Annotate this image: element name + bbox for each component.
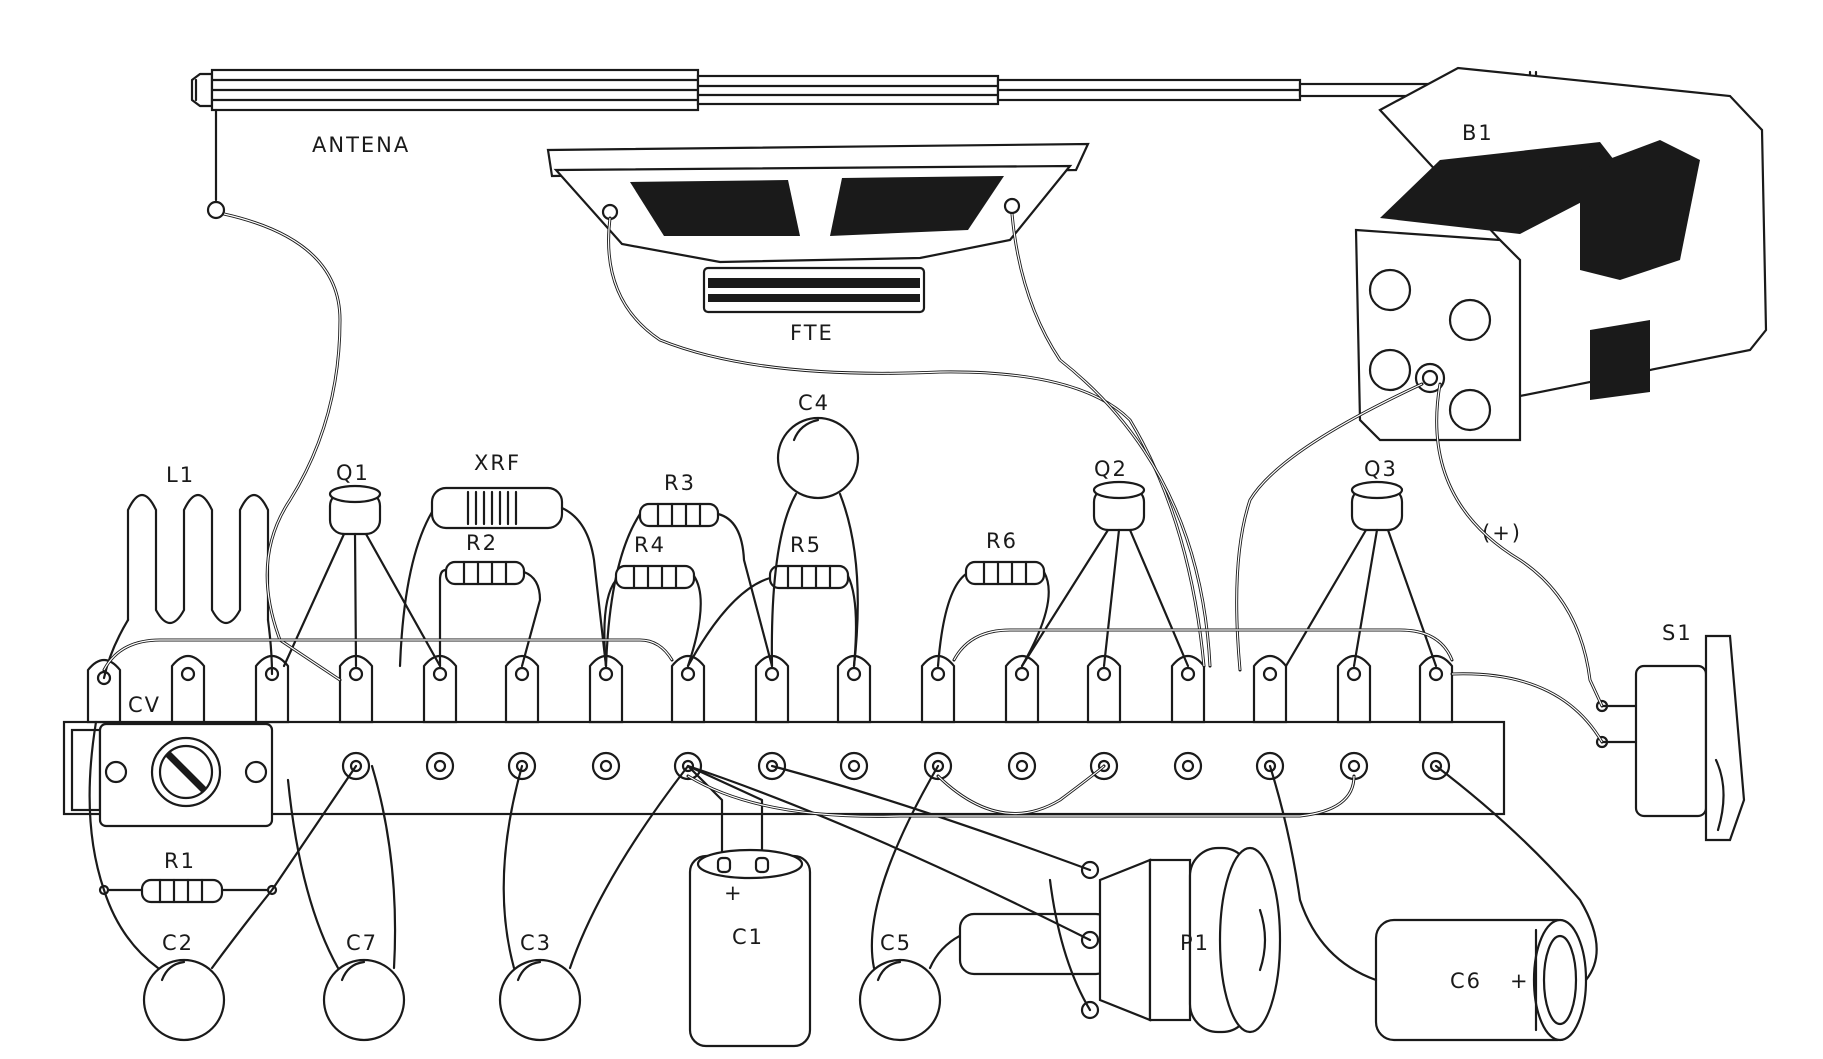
resistor-r6: [936, 560, 1050, 668]
resistor-r2: [438, 560, 542, 668]
label-c6: C6: [1450, 969, 1482, 993]
label-cv: CV: [128, 693, 161, 717]
speaker: [546, 142, 1090, 314]
transistor-q2: [1020, 480, 1190, 668]
wires: [102, 212, 1604, 818]
label-r5: R5: [790, 533, 822, 557]
label-s1: S1: [1662, 621, 1693, 645]
label-c4: C4: [798, 391, 830, 415]
capacitor-c7: [286, 764, 406, 1042]
label-c1-polarity: +: [724, 881, 744, 905]
variable-capacitor-cv: [70, 722, 274, 828]
potentiometer-p1: [686, 764, 1282, 1034]
label-antenna: ANTENA: [312, 133, 410, 157]
label-c1: C1: [732, 925, 764, 949]
label-c6-polarity: +: [1510, 969, 1530, 993]
capacitor-c2: [88, 720, 358, 1042]
resistor-r4: [603, 564, 702, 668]
switch-s1: [1595, 634, 1746, 842]
capacitor-c6: [1268, 764, 1598, 1042]
capacitor-c4: [770, 416, 860, 668]
label-q3: Q3: [1364, 457, 1398, 481]
solder-lugs: [86, 654, 1454, 724]
label-r3: R3: [664, 471, 696, 495]
capacitor-c3: [498, 764, 690, 1042]
label-r1: R1: [164, 849, 196, 873]
label-q1: Q1: [336, 461, 370, 485]
label-c3: C3: [520, 931, 552, 955]
label-xrf: XRF: [474, 451, 521, 475]
rf-choke-xrf: [398, 486, 608, 668]
label-r4: R4: [634, 533, 666, 557]
capacitor-c5: [858, 764, 1102, 1042]
label-c5: C5: [880, 931, 912, 955]
transistor-q1: [282, 484, 442, 668]
label-q2: Q2: [1094, 457, 1128, 481]
battery-holder: [1354, 66, 1768, 442]
resistor-r3: [604, 502, 774, 668]
label-r6: R6: [986, 529, 1018, 553]
coil-l1: [102, 493, 274, 680]
label-c2: C2: [162, 931, 194, 955]
label-c7: C7: [346, 931, 378, 955]
label-speaker: FTE: [790, 321, 834, 345]
label-battery: B1: [1462, 121, 1494, 145]
label-positive: (+): [1482, 521, 1522, 545]
label-r2: R2: [466, 531, 498, 555]
label-l1: L1: [166, 463, 195, 487]
transistor-q3: [1284, 480, 1438, 668]
resistor-r1: [98, 878, 278, 904]
capacitor-c1: [686, 764, 812, 1048]
resistor-r5: [686, 564, 858, 668]
label-p1: P1: [1180, 931, 1210, 955]
